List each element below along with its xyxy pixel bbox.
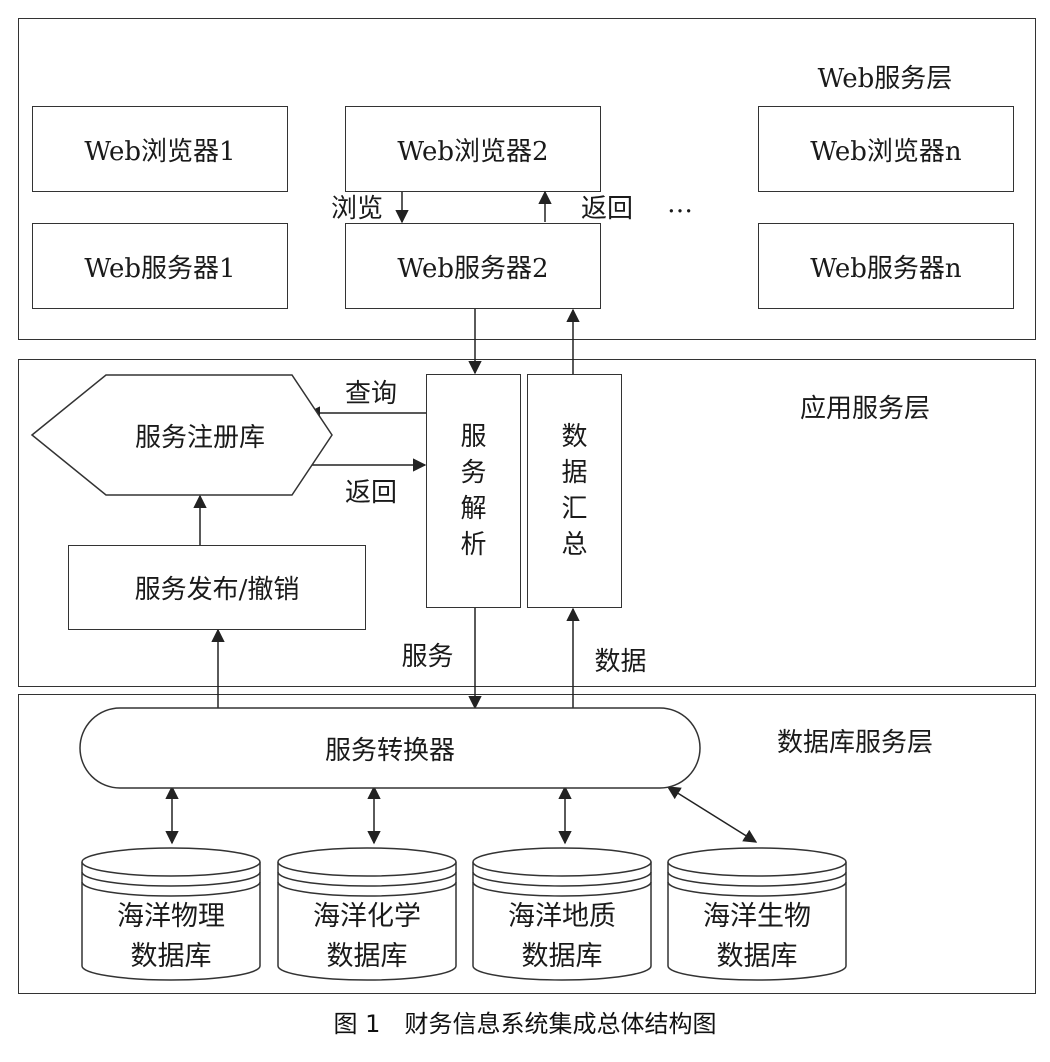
- service-publish-revoke: 服务发布/撤销: [68, 545, 366, 630]
- data-flow-label: 数据: [594, 646, 647, 677]
- service-flow-label: 服务: [401, 641, 454, 672]
- service-registry-shape: [30, 374, 333, 496]
- web-browser-n: Web浏览器n: [758, 106, 1014, 192]
- web-server-1: Web服务器1: [32, 223, 288, 309]
- db-suffix: 数据库: [716, 941, 798, 972]
- data-aggregation-box: [527, 374, 622, 608]
- service-parsing-label: 服 务 解 析: [426, 374, 521, 608]
- db-ocean-geology: 海洋地质 数据库: [473, 895, 651, 979]
- aggregate-char: 据: [561, 458, 588, 488]
- service-registry-label: 服务注册库: [134, 422, 265, 453]
- web-return-label: 返回: [580, 193, 633, 224]
- browse-label: 浏览: [330, 193, 383, 224]
- parse-char: 解: [460, 494, 487, 524]
- web-browser-2: Web浏览器2: [345, 106, 601, 192]
- db-name: 海洋地质: [508, 901, 616, 932]
- db-ocean-biology: 海洋生物 数据库: [668, 895, 846, 979]
- db-ocean-physics: 海洋物理 数据库: [82, 895, 260, 979]
- db-suffix: 数据库: [130, 941, 212, 972]
- db-name: 海洋化学: [313, 901, 421, 932]
- web-browser-1: Web浏览器1: [32, 106, 288, 192]
- data-aggregation-label: 数 据 汇 总: [527, 374, 622, 608]
- service-parsing-box: [426, 374, 521, 608]
- app-return-label: 返回: [344, 477, 397, 508]
- web-server-2: Web服务器2: [345, 223, 601, 309]
- database-cylinders: [81, 847, 847, 981]
- parse-char: 服: [460, 422, 487, 452]
- db-ocean-chemistry: 海洋化学 数据库: [278, 895, 456, 979]
- ellipsis: …: [667, 189, 693, 219]
- app-layer-title: 应用服务层: [799, 393, 930, 424]
- db-suffix: 数据库: [326, 941, 408, 972]
- service-converter-shape: [79, 707, 701, 789]
- web-layer-title: Web服务层: [817, 63, 953, 94]
- web-server-n: Web服务器n: [758, 223, 1014, 309]
- db-suffix: 数据库: [521, 941, 603, 972]
- aggregate-char: 数: [561, 422, 588, 452]
- query-label: 查询: [344, 378, 397, 409]
- aggregate-char: 汇: [561, 494, 588, 524]
- db-layer-title: 数据库服务层: [776, 727, 933, 758]
- figure-caption: 图 1 财务信息系统集成总体结构图: [333, 1010, 717, 1038]
- db-name: 海洋物理: [117, 901, 225, 932]
- parse-char: 务: [460, 458, 487, 488]
- service-converter-label: 服务转换器: [324, 735, 455, 766]
- aggregate-char: 总: [561, 530, 588, 560]
- parse-char: 析: [460, 530, 487, 560]
- db-name: 海洋生物: [703, 901, 811, 932]
